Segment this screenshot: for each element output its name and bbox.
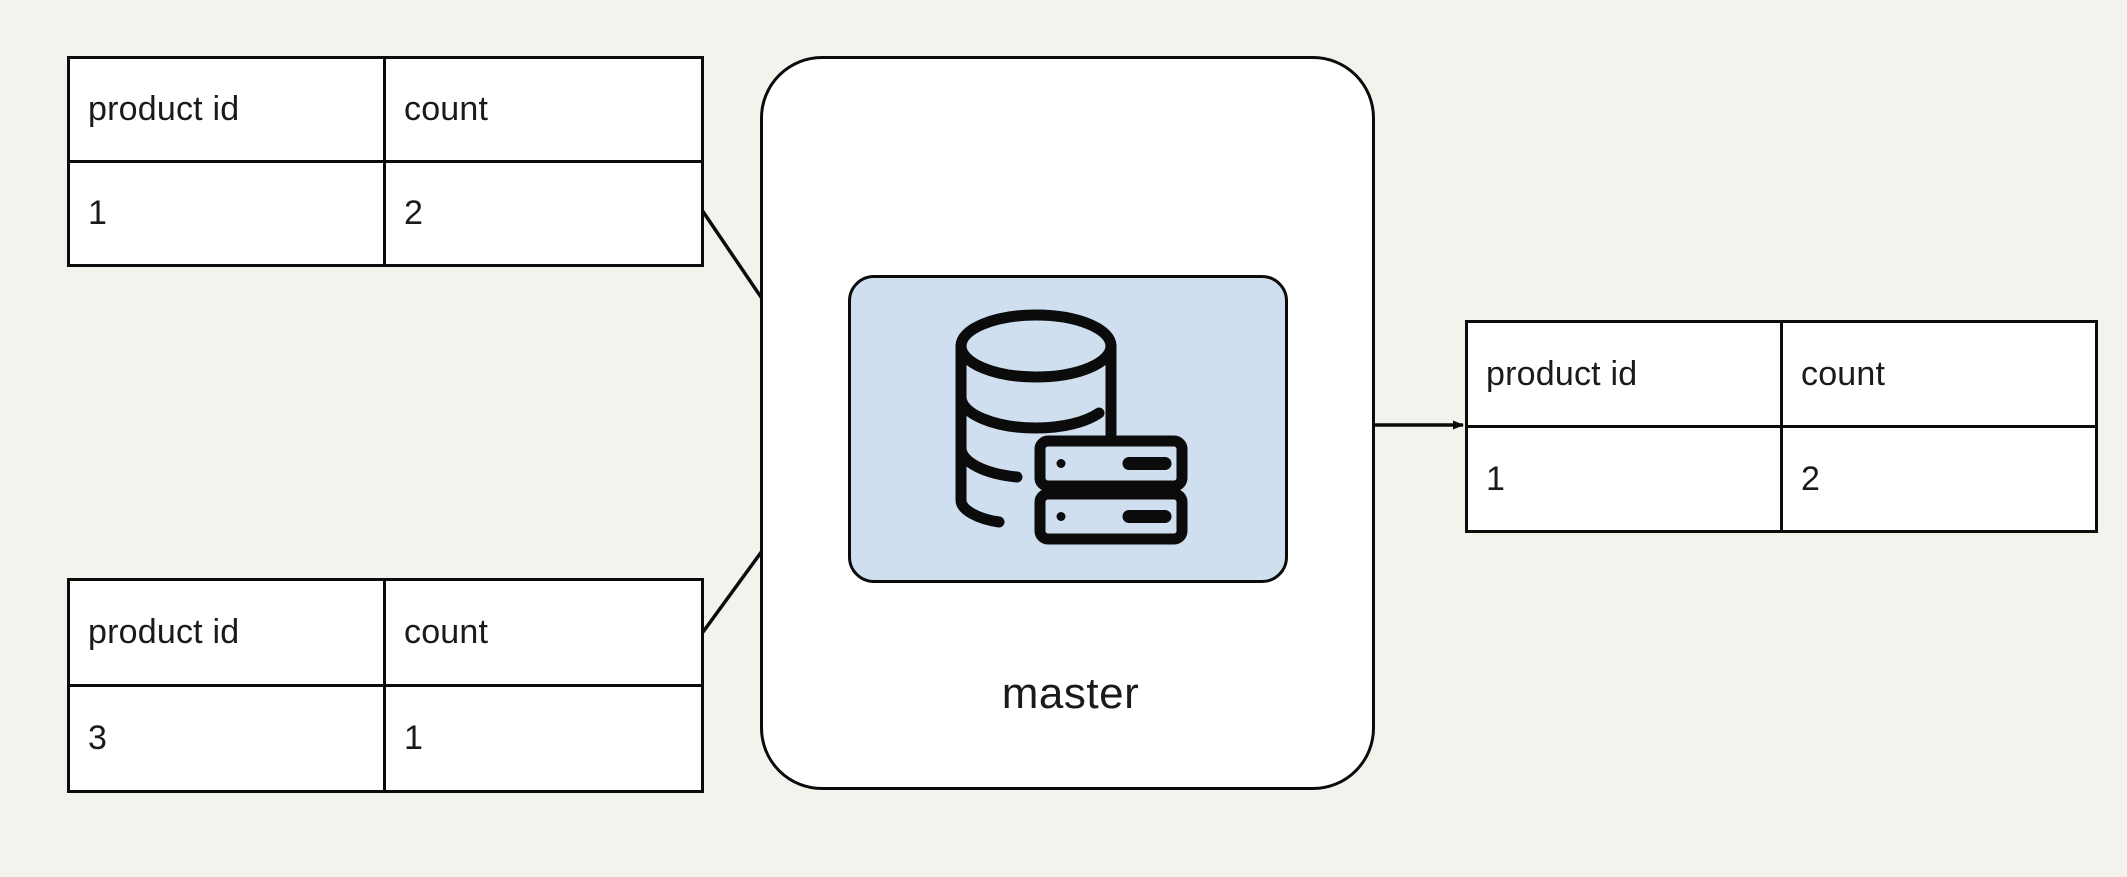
- table-header-row: product id count: [67, 578, 704, 687]
- cell-product-id: 3: [67, 684, 386, 793]
- table-row: 3 1: [67, 684, 704, 793]
- column-header-product-id: product id: [1465, 320, 1783, 428]
- column-header-count: count: [383, 578, 704, 687]
- table-header-row: product id count: [1465, 320, 2098, 428]
- column-header-product-id: product id: [67, 56, 386, 163]
- table-header-row: product id count: [67, 56, 704, 163]
- cell-count: 2: [1780, 425, 2098, 533]
- column-header-count: count: [1780, 320, 2098, 428]
- database-server-icon: [955, 309, 1188, 545]
- table-row: 1 2: [67, 160, 704, 267]
- output-table: product id count 1 2: [1465, 320, 2098, 533]
- column-header-count: count: [383, 56, 704, 163]
- column-header-product-id: product id: [67, 578, 386, 687]
- cell-count: 2: [383, 160, 704, 267]
- cell-product-id: 1: [1465, 425, 1783, 533]
- master-icon-container: [848, 275, 1288, 583]
- master-node: master: [760, 56, 1375, 790]
- cell-product-id: 1: [67, 160, 386, 267]
- input-table-2: product id count 3 1: [67, 578, 704, 793]
- input-table-1: product id count 1 2: [67, 56, 704, 267]
- table-row: 1 2: [1465, 425, 2098, 533]
- cell-count: 1: [383, 684, 704, 793]
- master-node-label: master: [1001, 669, 1140, 718]
